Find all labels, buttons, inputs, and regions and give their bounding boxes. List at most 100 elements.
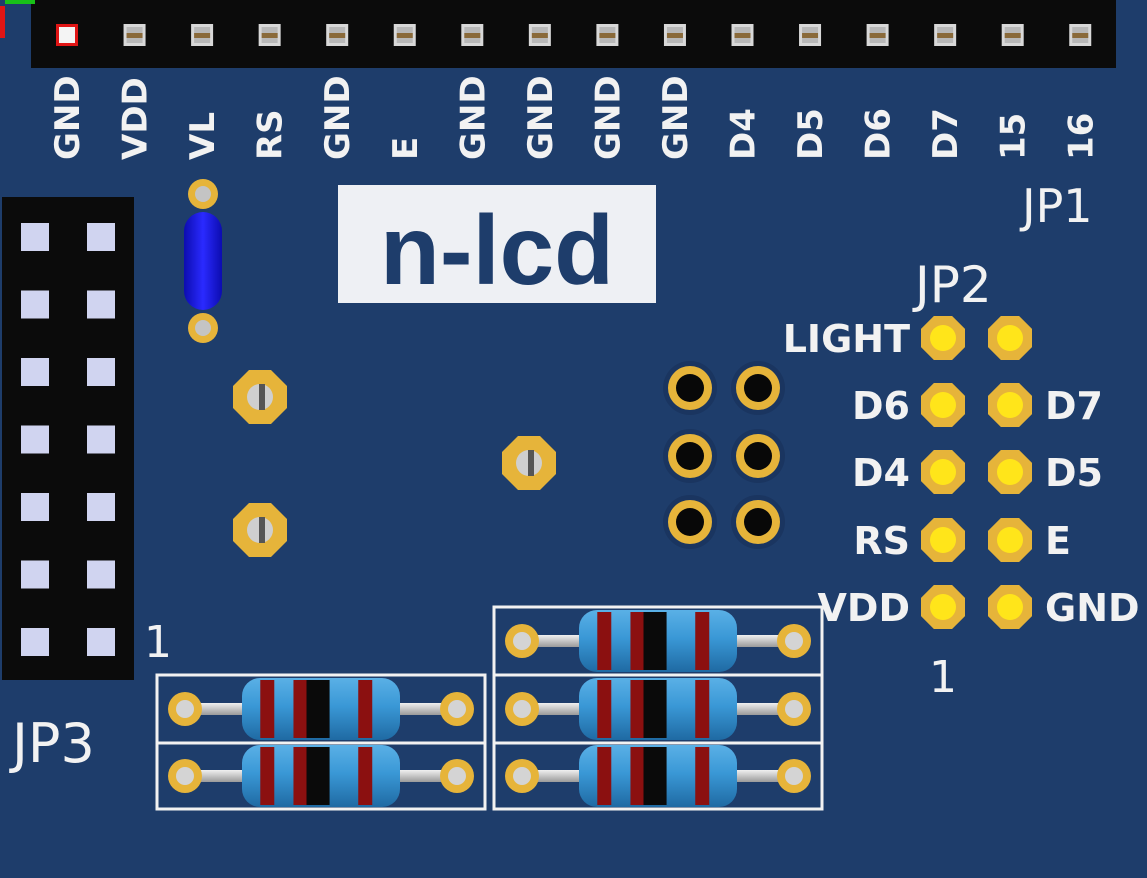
jp1-pin <box>596 24 619 46</box>
jp3-pin1-label: 1 <box>144 617 172 668</box>
origin-marker <box>0 6 5 38</box>
jp1-pin-label: D5 <box>791 108 831 160</box>
logo: n-lcd <box>338 185 656 305</box>
jp2-pin <box>921 518 965 562</box>
jp1-pin-label: GND <box>318 75 358 160</box>
pot-pad-3 <box>502 436 556 490</box>
jp1-pin-label: D7 <box>926 108 966 160</box>
jp2-pin <box>921 316 965 360</box>
jp2-pin <box>921 585 965 629</box>
unpopulated-pad <box>731 429 785 483</box>
jp3-pin-grid <box>21 223 115 656</box>
jp3-pin <box>21 358 49 386</box>
jp1-pin <box>326 24 349 46</box>
jp1-pin-label: GND <box>656 75 696 160</box>
jp2-pin <box>988 316 1032 360</box>
jp1-pin-label: GND <box>521 75 561 160</box>
jp3-pin <box>87 560 115 589</box>
jp1-pin-row <box>56 24 1092 46</box>
jp1-pin <box>56 24 78 46</box>
pot-pad-2 <box>233 503 287 557</box>
jumper-wire <box>184 212 222 310</box>
jp2-row-label-left: D4 <box>852 451 910 495</box>
jp3-designator: JP3 <box>9 712 95 775</box>
jp1-pin-label: D6 <box>859 108 899 160</box>
jp2-pin1-label: 1 <box>929 652 957 703</box>
jp1-pin <box>393 24 416 46</box>
jp2-pin <box>988 450 1032 494</box>
jp2-row-label-right: D5 <box>1045 451 1103 495</box>
jp2-row-label-right: D7 <box>1045 384 1103 428</box>
resistor <box>492 741 824 811</box>
jp2-row-label-right: E <box>1045 519 1071 563</box>
logo-background <box>338 185 656 303</box>
logo-text: n-lcd <box>380 195 614 305</box>
jp2-row-label-left: LIGHT <box>783 317 910 361</box>
jp1-pin <box>731 24 754 46</box>
jp2-pin <box>921 383 965 427</box>
jp3-pin <box>21 290 49 319</box>
jp3-pin <box>87 358 115 386</box>
jp1-pin <box>1001 24 1024 46</box>
unpopulated-pad <box>731 361 785 415</box>
unpopulated-pad <box>663 429 717 483</box>
jp3-pin <box>87 493 115 521</box>
jp1-pin-label: RS <box>251 109 291 160</box>
jp1-pin <box>1069 24 1092 46</box>
jp1-pin-label: VDD <box>116 77 156 160</box>
jp3-pin <box>87 290 115 319</box>
jp3-pin <box>21 425 49 454</box>
jp3-header <box>2 197 134 680</box>
unpopulated-pad <box>663 361 717 415</box>
jp1-pin-label: 16 <box>1061 113 1101 160</box>
jp1-pin-label: 15 <box>994 113 1034 160</box>
jp3-pin <box>87 628 115 656</box>
jp3-pin <box>21 493 49 521</box>
resistor-array <box>155 605 824 811</box>
resistor <box>492 605 824 677</box>
jp1-pin <box>528 24 551 46</box>
jp1-pin <box>258 24 281 46</box>
jp1-pin <box>191 24 214 46</box>
potentiometer-pads <box>233 370 556 557</box>
jumper-drill-top <box>195 186 211 202</box>
jp1-pin <box>866 24 889 46</box>
pot-pad-1 <box>233 370 287 424</box>
resistor <box>155 741 487 811</box>
jp1-pin <box>663 24 686 46</box>
jp2-pin <box>988 518 1032 562</box>
jp1-pin-label: D4 <box>724 108 764 160</box>
jp2-pin <box>988 383 1032 427</box>
origin-marker-green <box>5 0 35 4</box>
unpopulated-pad-grid <box>663 361 785 549</box>
jumper-drill-bottom <box>195 320 211 336</box>
jp2-row-label-left: D6 <box>852 384 910 428</box>
jp1-pin-label: VL <box>183 112 223 160</box>
jp2-row-label-right: GND <box>1045 586 1140 630</box>
jp3-pin <box>21 628 49 656</box>
jp2-pin <box>988 585 1032 629</box>
jp3-pin <box>21 560 49 589</box>
jp1-pin-label: GND <box>48 75 88 160</box>
jp1-designator: JP1 <box>1019 179 1093 233</box>
jp2-row-label-left: VDD <box>818 586 911 630</box>
unpopulated-pad <box>663 495 717 549</box>
jp1-pin-label: GND <box>453 75 493 160</box>
jp3-pin <box>87 223 115 251</box>
jp1-pin <box>123 24 146 46</box>
jp1-pin <box>461 24 484 46</box>
jp2-designator: JP2 <box>912 256 992 314</box>
jp3-pin <box>21 223 49 251</box>
jp3-pin <box>87 425 115 454</box>
unpopulated-pad <box>731 495 785 549</box>
jp2-row-label-left: RS <box>853 519 910 563</box>
jp1-pin <box>934 24 957 46</box>
jp1-pin <box>799 24 822 46</box>
jp1-pin-label: GND <box>588 75 628 160</box>
jp2-pin <box>921 450 965 494</box>
